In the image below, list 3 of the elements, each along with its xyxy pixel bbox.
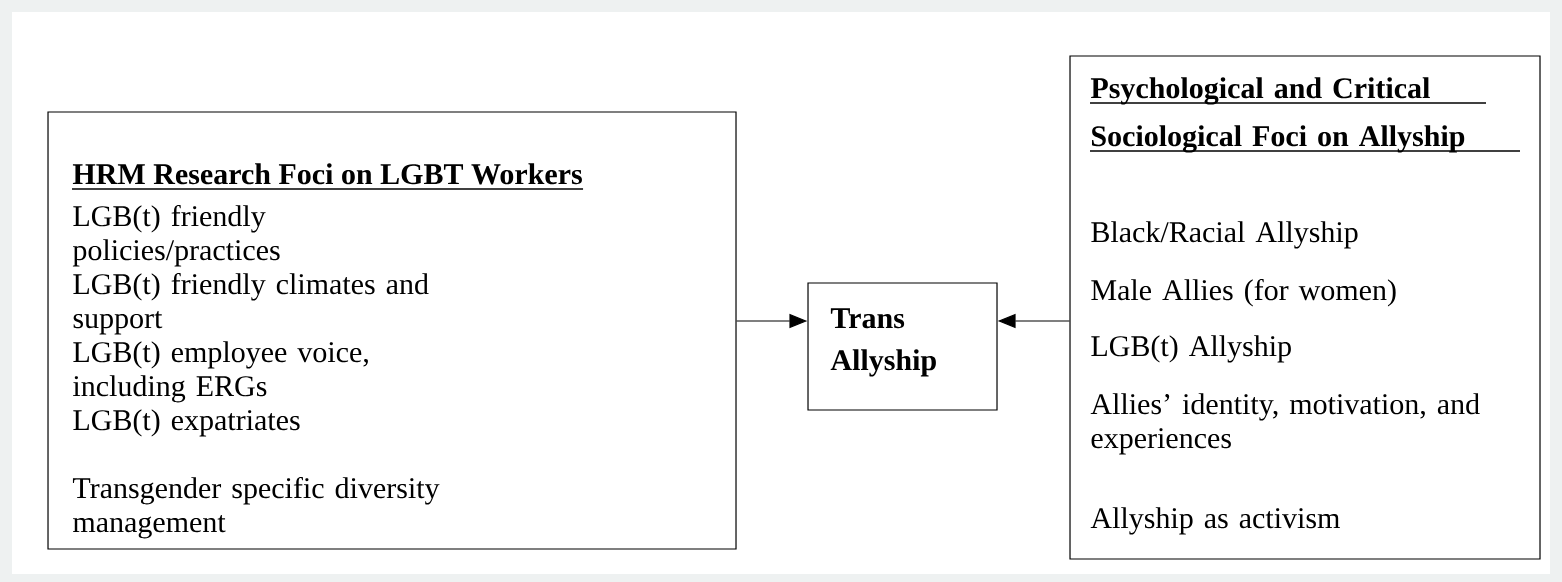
text-box: HRM Research Foci on LGBT Workers LGB(t) friendly policies/practices LGB(t) friendly climates and support LGB(t) employee voice, including ERGs LGB(t) expatriates Transgender specific diversity management (47, 111, 737, 550)
text-box: Psychological and Critical Sociological Foci on Allyship Black/Racial Allyship Male Allies (for women) LGB(t) Allyship Allies’ identity, motivation, and experiences Allyship as activism (1069, 55, 1541, 560)
text-box: Trans Allyship (807, 282, 998, 411)
